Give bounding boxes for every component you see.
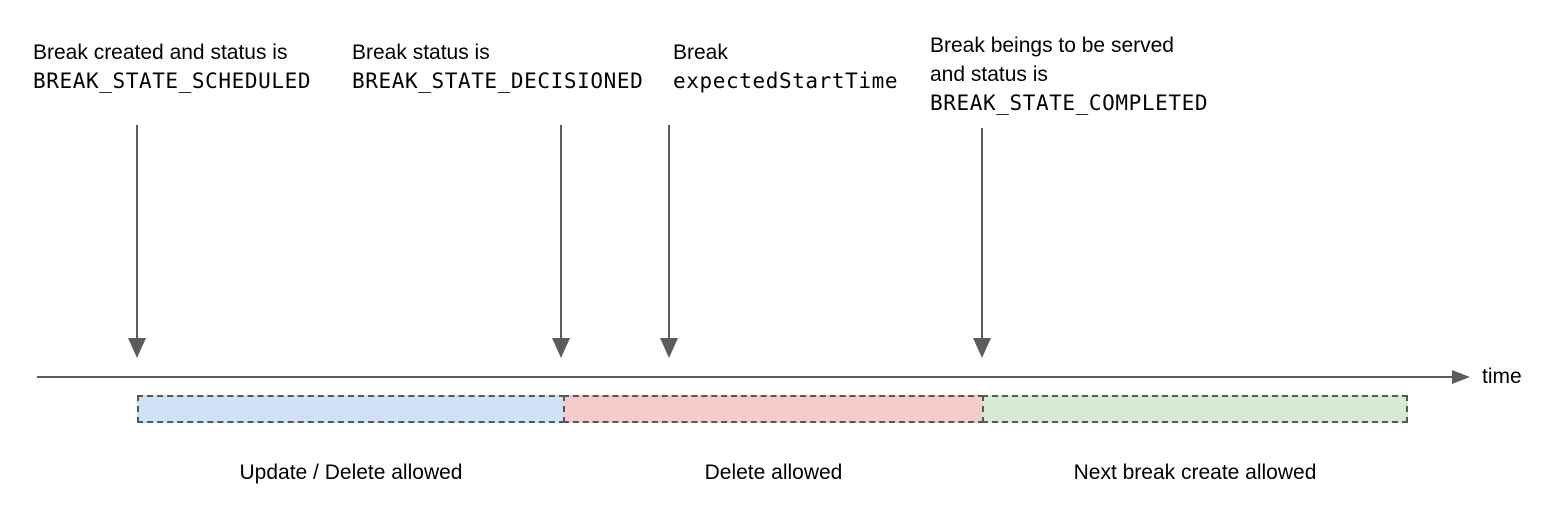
annotation-code: BREAK_STATE_SCHEDULED	[33, 69, 312, 93]
segment-delete-allowed	[563, 395, 984, 423]
arrowhead-icon	[552, 338, 570, 358]
annotation-code: BREAK_STATE_COMPLETED	[930, 91, 1209, 115]
annotation-text: Break status is	[352, 41, 490, 64]
annotation-break-completed: Break beings to be served and status is …	[930, 31, 1208, 118]
annotation-code: expectedStartTime	[673, 69, 899, 93]
annotation-break-scheduled: Break created and status is BREAK_STATE_…	[33, 38, 311, 96]
segment-next-break-create-allowed	[982, 395, 1408, 423]
down-arrow-icon	[660, 125, 678, 358]
annotation-text: Break beings to be served	[930, 34, 1174, 57]
down-arrow-icon	[128, 125, 146, 358]
arrowhead-icon	[660, 338, 678, 358]
segment-label-next-break-create: Next break create allowed	[1073, 461, 1317, 484]
annotation-text: Break	[673, 41, 728, 64]
segment-label-delete: Delete allowed	[704, 461, 843, 484]
arrowhead-icon	[973, 338, 991, 358]
segment-label-update-delete: Update / Delete allowed	[239, 461, 463, 484]
down-arrow-icon	[552, 125, 570, 358]
time-axis-label: time	[1482, 365, 1522, 388]
annotation-text: and status is	[930, 63, 1048, 86]
time-axis-line	[37, 376, 1454, 378]
annotation-code: BREAK_STATE_DECISIONED	[352, 69, 644, 93]
annotation-break-decisioned: Break status is BREAK_STATE_DECISIONED	[352, 38, 643, 96]
segment-update-delete-allowed	[137, 395, 565, 423]
annotation-text: Break created and status is	[33, 41, 288, 64]
time-axis-arrowhead-icon	[1452, 370, 1470, 384]
down-arrow-icon	[973, 128, 991, 358]
arrow-shaft	[136, 125, 138, 340]
arrow-shaft	[560, 125, 562, 340]
arrow-shaft	[668, 125, 670, 340]
annotation-expected-start-time: Break expectedStartTime	[673, 38, 898, 96]
arrowhead-icon	[128, 338, 146, 358]
arrow-shaft	[981, 128, 983, 340]
